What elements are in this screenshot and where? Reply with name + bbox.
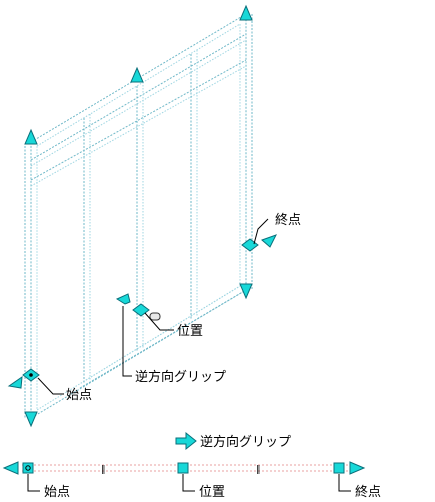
- bottom-start-point-grip[interactable]: [22, 462, 34, 474]
- bottom-position-label: 位置: [199, 485, 225, 500]
- upper-leaders: [37, 218, 269, 395]
- bottom-end-point-grip[interactable]: [333, 462, 345, 474]
- bottom-leaders: [27, 474, 351, 492]
- svg-text:‖: ‖: [256, 465, 261, 475]
- bottom-position-grip[interactable]: [177, 462, 189, 474]
- bottom-left-arrow-grip[interactable]: [2, 461, 19, 475]
- legend-reverse-grip: 逆方向グリップ: [175, 431, 291, 451]
- bottom-start-point-center-icon: [25, 465, 31, 471]
- legend-reverse-arrow-icon: [175, 431, 197, 451]
- top-middle-arrow-grip[interactable]: [130, 66, 144, 83]
- curtain-wall-frame: [24, 13, 253, 419]
- bottom-right-arrow-grip[interactable]: [349, 461, 366, 475]
- legend-reverse-grip-label: 逆方向グリップ: [200, 434, 291, 450]
- reverse-grip-label: 逆方向グリップ: [135, 369, 226, 385]
- start-point-label: 始点: [66, 388, 92, 403]
- top-left-arrow-grip[interactable]: [24, 128, 38, 145]
- svg-text:‖: ‖: [101, 465, 106, 475]
- frame-grips: [7, 4, 278, 428]
- bottom-left-arrow-grip[interactable]: [24, 411, 38, 428]
- bottom-track: ‖ ‖: [2, 461, 366, 475]
- reverse-direction-grip[interactable]: [115, 293, 131, 305]
- bottom-end-point-label: 終点: [355, 484, 381, 500]
- top-right-arrow-grip[interactable]: [239, 4, 253, 21]
- end-point-label: 終点: [275, 212, 301, 228]
- end-point-arrow-grip[interactable]: [261, 234, 278, 248]
- position-label: 位置: [177, 324, 203, 339]
- bottom-start-point-label: 始点: [44, 485, 70, 500]
- end-point-grip[interactable]: [241, 238, 259, 252]
- start-point-arrow-grip[interactable]: [7, 375, 23, 389]
- start-point-center-icon: [29, 373, 33, 377]
- bottom-right-arrow-grip[interactable]: [239, 283, 253, 300]
- position-handle-icon[interactable]: [149, 312, 161, 321]
